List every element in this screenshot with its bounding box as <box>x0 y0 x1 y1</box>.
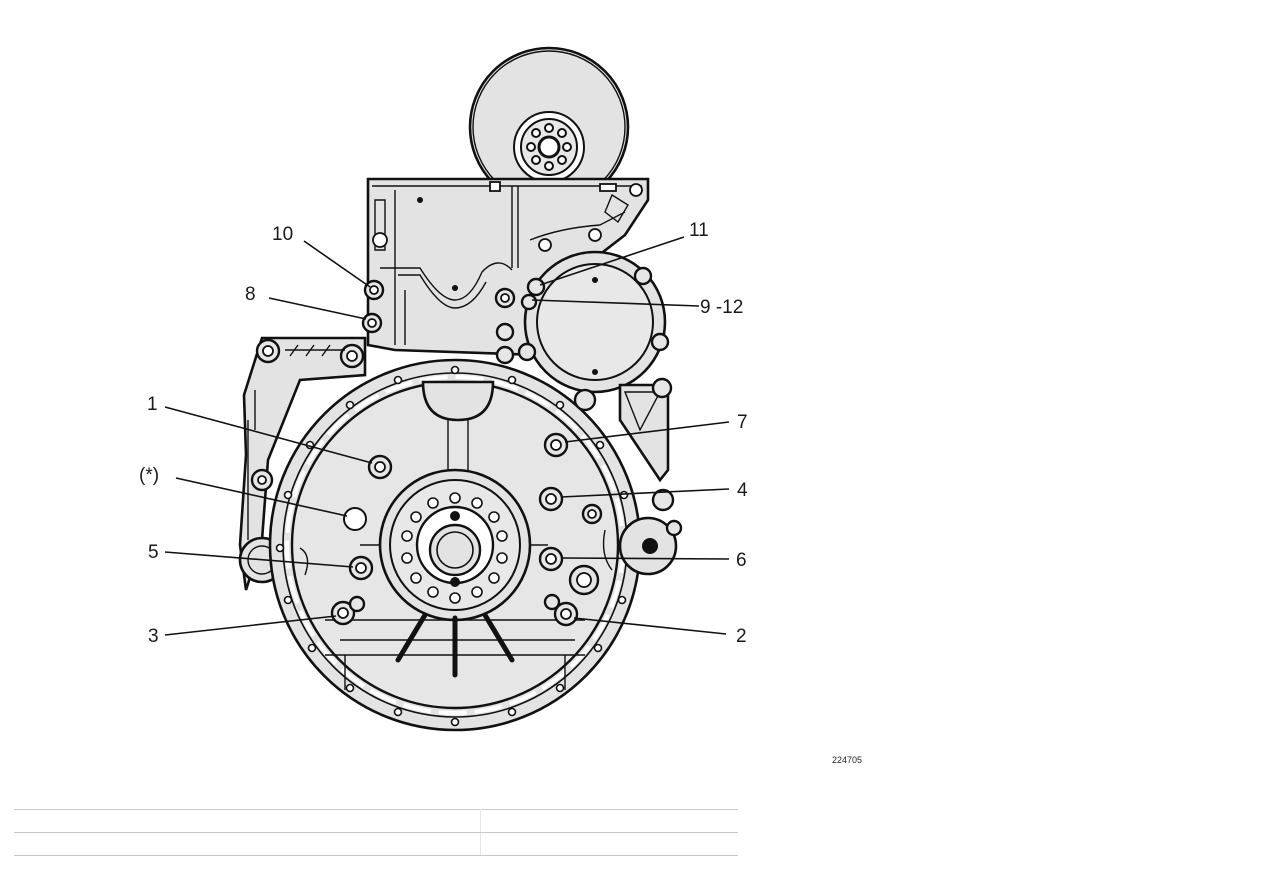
right-cover <box>494 250 673 483</box>
callout-9-12: 9 -12 <box>700 297 743 318</box>
right-lower-parts <box>568 388 683 596</box>
table-cell <box>480 832 738 856</box>
table-cell <box>14 809 481 833</box>
callout-star: (*) <box>139 465 159 486</box>
leader-lines <box>164 236 730 636</box>
callout-8: 8 <box>245 284 256 305</box>
callout-10: 10 <box>272 224 293 245</box>
table-cell <box>480 809 738 833</box>
callout-2: 2 <box>736 626 747 647</box>
callout-1: 1 <box>147 394 158 415</box>
numbered-bolts <box>330 279 579 627</box>
table-cell <box>14 832 481 856</box>
table-row <box>14 832 738 856</box>
central-hub <box>360 468 548 678</box>
callout-11: 11 <box>689 220 709 241</box>
top-pulley <box>468 46 630 208</box>
callout-6: 6 <box>736 550 747 571</box>
callout-3: 3 <box>148 626 159 647</box>
figure-number: 224705 <box>832 755 862 765</box>
info-table <box>14 809 738 856</box>
callout-7: 7 <box>737 412 748 433</box>
table-row <box>14 809 738 833</box>
callout-4: 4 <box>737 480 748 501</box>
callout-5: 5 <box>148 542 159 563</box>
